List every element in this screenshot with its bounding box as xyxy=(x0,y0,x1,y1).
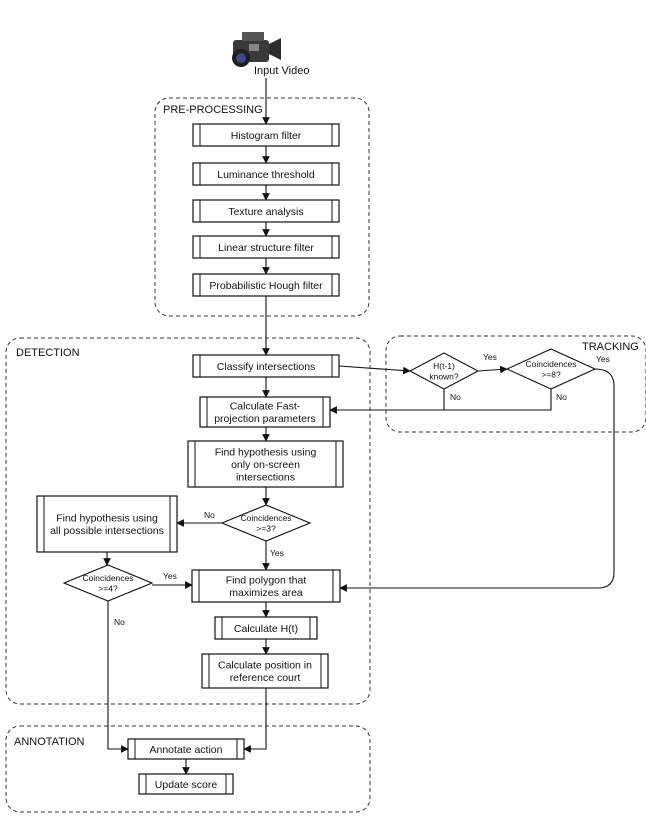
coincidences-3-decision: Coincidences>=3? xyxy=(220,504,312,542)
edge-classify-htknown xyxy=(338,365,411,375)
coincidences-8-decision-text-line-2: >=8? xyxy=(541,369,561,379)
fast-projection-box-text-line-2: projection parameters xyxy=(214,413,316,425)
input-video-label: Input Video xyxy=(254,65,309,77)
ht-known-decision-text-line-1: H(t-1) xyxy=(433,361,455,371)
update-score-box: Update score xyxy=(138,773,234,795)
label-coinc3-yes: Yes xyxy=(270,548,284,558)
edge-position-annotate xyxy=(243,688,267,753)
coincidences-8-decision-text-line-1: Coincidences xyxy=(525,359,576,369)
texture-analysis-box: Texture analysis xyxy=(192,199,340,223)
classify-intersections-box: Classify intersections xyxy=(192,354,340,378)
label-coinc4-yes: Yes xyxy=(163,571,177,581)
coincidences-3-decision-text-line-1: Coincidences xyxy=(240,513,291,523)
annotate-action-box-text: Annotate action xyxy=(150,744,223,756)
probabilistic-hough-filter-box: Probabilistic Hough filter xyxy=(192,273,340,297)
coincidences-4-decision-text-line-2: >=4? xyxy=(98,583,118,593)
preprocessing-group: PRE-PROCESSING xyxy=(154,97,370,317)
edge-coinc8-no xyxy=(444,389,552,411)
probabilistic-hough-filter-box-text: Probabilistic Hough filter xyxy=(209,280,323,292)
edge-coinc8-yes xyxy=(339,368,615,592)
coincidences-3-decision-text-line-2: >=3? xyxy=(256,523,276,533)
label-coinc4-no: No xyxy=(114,617,125,627)
tracking-group-label: TRACKING xyxy=(582,341,639,353)
calculate-ht-box-text: Calculate H(t) xyxy=(234,623,298,635)
video-camera-icon xyxy=(232,32,281,67)
fast-projection-box-text-line-1: Calculate Fast- xyxy=(230,401,301,413)
texture-analysis-box-text: Texture analysis xyxy=(228,206,303,218)
update-score-box-text: Update score xyxy=(155,779,218,791)
label-coinc8-no: No xyxy=(556,392,567,402)
luminance-threshold-box-text: Luminance threshold xyxy=(217,169,315,181)
preprocessing-group-label: PRE-PROCESSING xyxy=(163,104,263,116)
label-htknown-yes: Yes xyxy=(483,352,497,362)
tracking-group: TRACKING xyxy=(385,335,646,433)
hypothesis-onscreen-box-text-line-1: Find hypothesis using xyxy=(215,446,317,458)
edge-htknown-coinc8 xyxy=(477,365,508,374)
annotation-group: ANNOTATION xyxy=(5,725,371,813)
linear-structure-filter-box: Linear structure filter xyxy=(192,235,340,259)
linear-structure-filter-box-text: Linear structure filter xyxy=(218,242,314,254)
annotation-group-label: ANNOTATION xyxy=(14,736,85,748)
classify-intersections-box-text: Classify intersections xyxy=(217,361,316,373)
ht-known-decision-text-line-2: known? xyxy=(429,371,459,381)
detection-group: DETECTION xyxy=(5,337,371,705)
coincidences-8-decision: Coincidences>=8? xyxy=(505,348,597,390)
edge-htknown-no xyxy=(329,389,445,414)
coincidences-4-decision: Coincidences>=4? xyxy=(62,564,154,602)
label-htknown-no: No xyxy=(450,392,461,402)
luminance-threshold-box: Luminance threshold xyxy=(192,162,340,186)
histogram-filter-box-text: Histogram filter xyxy=(231,130,302,142)
calculate-position-box-text-line-1: Calculate position in xyxy=(218,660,312,672)
detection-group-label: DETECTION xyxy=(16,347,80,359)
annotate-action-box: Annotate action xyxy=(127,738,245,760)
coincidences-4-decision-text-line-1: Coincidences xyxy=(82,573,133,583)
hypothesis-all-box-text-line-1: Find hypothesis using xyxy=(56,513,158,525)
edge-coinc4-no xyxy=(107,601,129,753)
hypothesis-all-box-text-line-2: all possible intersections xyxy=(50,525,164,537)
find-polygon-box-text-line-1: Find polygon that xyxy=(226,575,307,587)
label-coinc8-yes: Yes xyxy=(596,354,610,364)
hypothesis-onscreen-box-text-line-3: intersections xyxy=(236,471,295,483)
hypothesis-onscreen-box-text-line-2: only on-screen xyxy=(231,459,300,471)
ht-known-decision: H(t-1)known? xyxy=(408,352,480,390)
histogram-filter-box: Histogram filter xyxy=(192,123,340,147)
calculate-ht-box: Calculate H(t) xyxy=(214,616,318,640)
label-coinc3-no: No xyxy=(204,510,215,520)
find-polygon-box-text-line-2: maximizes area xyxy=(229,587,303,599)
calculate-position-box-text-line-2: reference court xyxy=(230,672,301,684)
fast-projection-box: Calculate Fast-projection parameters xyxy=(199,396,331,428)
